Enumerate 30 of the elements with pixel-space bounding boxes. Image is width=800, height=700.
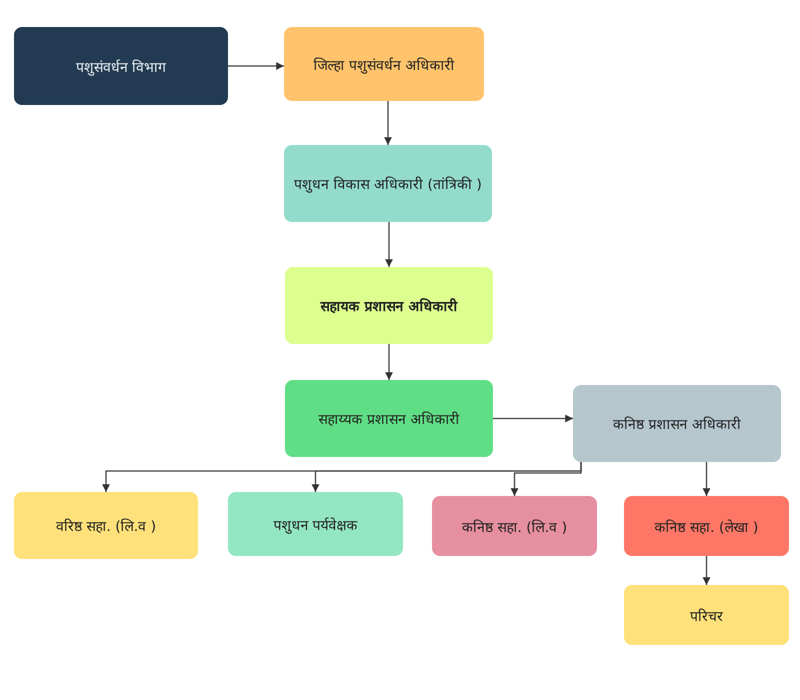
arrow [510,462,582,496]
org-box [624,585,789,645]
arrow [385,222,393,267]
arrow [228,62,284,70]
arrow [385,344,393,380]
org-box [284,145,492,222]
role-title: पशुसंवर्धन विभाग [76,58,166,76]
org-box [14,27,228,105]
org-box [228,492,403,556]
role-title: कनिष्ठ सहा. (लि.व ) [462,518,568,536]
role-title: सहाय्यक प्रशासन अधिकारी [318,410,460,428]
org-box [432,496,597,556]
arrow [493,414,573,422]
arrow [702,462,710,496]
role-title: कनिष्ठ प्रशासन अधिकारी [613,416,741,433]
org-box [624,496,789,556]
org-box [14,492,198,559]
arrow [384,101,392,145]
org-box [573,385,781,462]
org-box [285,267,493,344]
org-box [285,380,493,457]
role-title: जिल्हा पशुसंवर्धन अधिकारी [314,56,454,74]
role-title: पशुधन विकास अधिकारी (तांत्रिकी ) [294,176,482,193]
org-box [284,27,484,101]
role-title: सहायक प्रशासन अधिकारी [320,297,458,315]
role-title: परिचर [690,608,723,624]
role-title: कनिष्ठ सहा. (लेखा ) [654,518,758,536]
arrow [702,556,710,585]
role-title: पशुधन पर्यवेक्षक [273,516,358,534]
role-title: वरिष्ठ सहा. (लि.व ) [56,518,156,535]
